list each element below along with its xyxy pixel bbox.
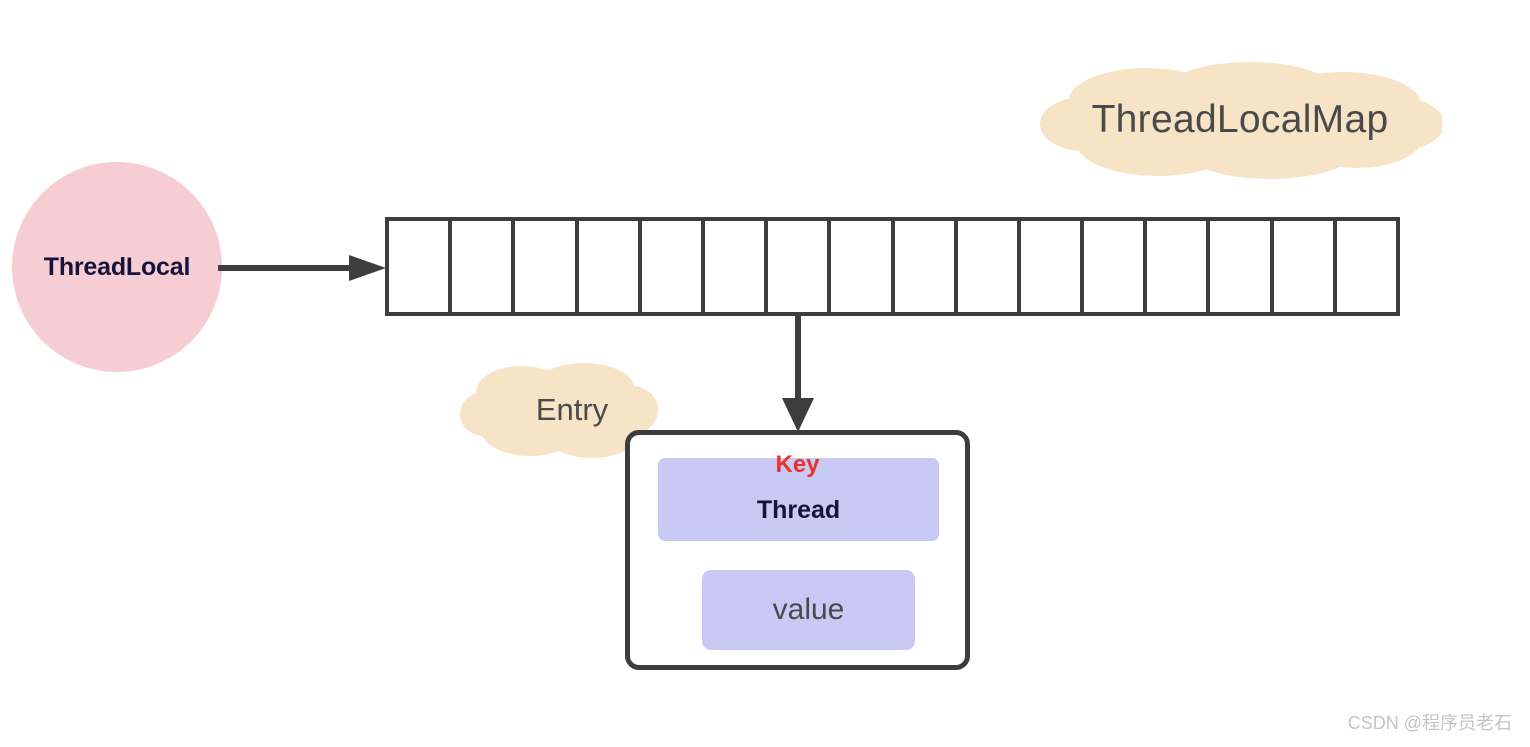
- cloud-entry-label: Entry: [535, 392, 609, 427]
- array-cell[interactable]: [1020, 221, 1085, 312]
- array-cell[interactable]: [1084, 221, 1148, 312]
- array-cell[interactable]: [578, 221, 642, 312]
- threadlocal-circle: ThreadLocal: [12, 162, 222, 372]
- array-cell[interactable]: [704, 221, 769, 312]
- cloud-entry: Entry: [460, 358, 658, 462]
- entry-key-label: Thread: [756, 496, 841, 524]
- cloud-shape-icon: [1040, 62, 1442, 179]
- array-cell[interactable]: [1147, 221, 1211, 312]
- array-cell[interactable]: [957, 221, 1021, 312]
- cloud-shape-icon: [460, 363, 658, 458]
- entry-key-slot[interactable]: Thread: [658, 458, 939, 541]
- threadlocal-label: ThreadLocal: [43, 252, 191, 281]
- array-cell[interactable]: [389, 221, 453, 312]
- entry-value-label: value: [772, 593, 845, 626]
- array-cell[interactable]: [894, 221, 958, 312]
- array-cell[interactable]: [515, 221, 579, 312]
- key-label: Key: [775, 451, 820, 478]
- array-cell[interactable]: [1210, 221, 1274, 312]
- cloud-threadlocalmap: ThreadLocalMap: [1038, 58, 1442, 182]
- array-cell[interactable]: [768, 221, 832, 312]
- arrow-threadlocal-to-array: [218, 255, 386, 281]
- array-cell[interactable]: [1336, 221, 1396, 312]
- cloud-threadlocalmap-label: ThreadLocalMap: [1091, 98, 1389, 141]
- array-cell[interactable]: [641, 221, 705, 312]
- hash-table-array: [385, 217, 1400, 316]
- array-cell[interactable]: [831, 221, 895, 312]
- entry-value-slot[interactable]: value: [702, 570, 915, 650]
- array-cell[interactable]: [452, 221, 516, 312]
- array-cell[interactable]: [1273, 221, 1337, 312]
- entry-box: Key Thread value: [625, 430, 970, 670]
- arrow-array-to-entry: [782, 312, 814, 432]
- watermark: CSDN @程序员老石: [1347, 713, 1512, 733]
